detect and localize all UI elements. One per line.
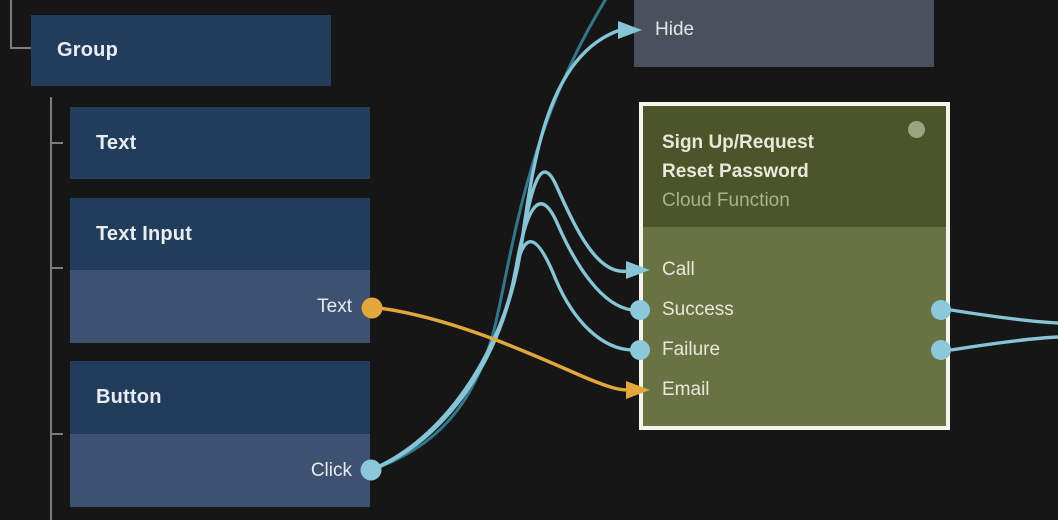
node-label: Hide: [655, 18, 695, 40]
node-label: Group: [57, 39, 118, 61]
connection-click-to-success[interactable]: [370, 202, 633, 472]
graph-node-text[interactable]: Text: [70, 107, 370, 179]
connection-failure-to-offscreen-right[interactable]: [950, 335, 1058, 352]
port-row-email[interactable]: Email: [662, 370, 710, 410]
node-status-dot: [908, 121, 925, 138]
node-label: Text: [96, 131, 137, 154]
graph-node-group[interactable]: Group: [31, 15, 331, 86]
port-label: Text: [317, 295, 352, 317]
port-row-click-output[interactable]: Click: [70, 434, 370, 507]
graph-node-button[interactable]: Button: [70, 361, 370, 434]
port-row-failure[interactable]: Failure: [662, 330, 720, 370]
connection-text-to-email[interactable]: [370, 305, 629, 392]
graph-node-cloud-function[interactable]: Sign Up/Request Reset Password Cloud Fun…: [639, 102, 950, 430]
connection-click-to-hide[interactable]: [370, 28, 621, 472]
port-label: Email: [662, 379, 710, 400]
port-row-text-output[interactable]: Text: [70, 270, 370, 343]
cloud-function-header: Sign Up/Request Reset Password Cloud Fun…: [643, 106, 946, 227]
graph-node-hide[interactable]: Hide: [634, 0, 934, 67]
node-subtitle: Cloud Function: [662, 190, 790, 211]
port-row-success[interactable]: Success: [662, 290, 734, 330]
tree-connector-line: [10, 0, 12, 49]
graph-node-text-input[interactable]: Text Input: [70, 198, 370, 270]
port-label: Failure: [662, 339, 721, 360]
connection-click-to-call[interactable]: [370, 170, 629, 472]
port-label: Click: [310, 459, 352, 481]
tree-connector-line: [50, 97, 52, 520]
node-label: Button: [96, 386, 162, 408]
node-label: Text Input: [96, 222, 193, 245]
connection-click-to-offscreen-top[interactable]: [370, 0, 609, 472]
connection-click-to-failure[interactable]: [370, 240, 633, 472]
tree-connector-line: [10, 47, 31, 49]
port-label: Call: [662, 259, 695, 280]
tree-connector-line: [50, 433, 63, 435]
connection-success-to-offscreen-right[interactable]: [950, 308, 1058, 325]
port-label: Success: [662, 299, 734, 320]
port-row-call[interactable]: Call: [662, 250, 695, 290]
tree-connector-line: [50, 267, 63, 269]
node-title: Sign Up/Request Reset Password: [662, 132, 815, 182]
tree-connector-line: [50, 142, 63, 144]
